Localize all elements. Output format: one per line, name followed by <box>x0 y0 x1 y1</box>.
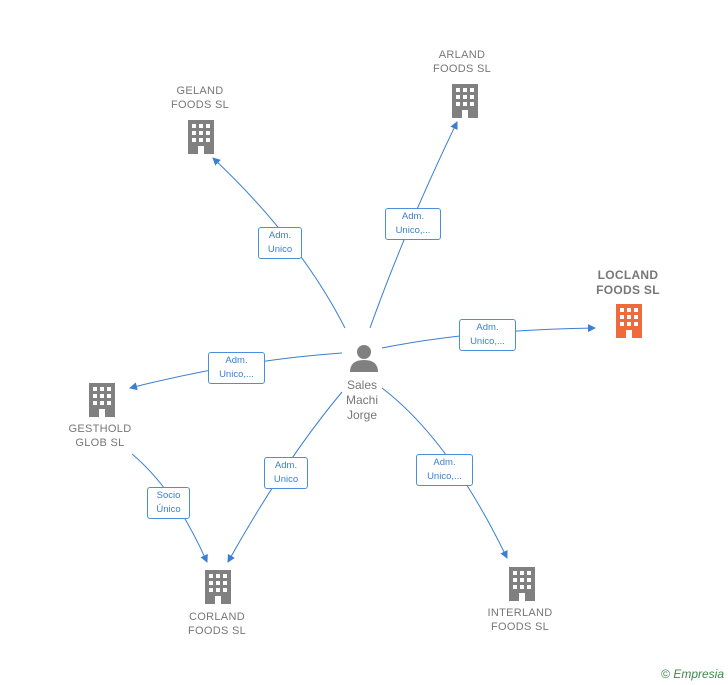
company-label-corland[interactable]: CORLAND FOODS SL <box>187 611 247 637</box>
relation-label-locland[interactable]: Adm. Unico,... <box>459 319 516 351</box>
company-label-gesthold[interactable]: GESTHOLD GLOB SL <box>68 423 132 449</box>
person-name-label[interactable]: Sales Machi Jorge <box>345 378 378 422</box>
building-icon-arland[interactable] <box>452 84 478 118</box>
company-label-geland[interactable]: GELAND FOODS SL <box>170 85 230 111</box>
relation-label-gesthold[interactable]: Adm. Unico,... <box>208 352 265 384</box>
relation-label-arland[interactable]: Adm. Unico,... <box>385 208 441 240</box>
relation-label-interland[interactable]: Adm. Unico,... <box>416 454 473 486</box>
company-label-interland[interactable]: INTERLAND FOODS SL <box>487 607 553 633</box>
building-icon-locland[interactable] <box>616 304 642 338</box>
relation-label-geland[interactable]: Adm. Unico <box>258 227 302 259</box>
company-label-arland[interactable]: ARLAND FOODS SL <box>432 49 492 75</box>
footer-brand: © Empresia <box>661 667 724 681</box>
relation-label-corland[interactable]: Adm. Unico <box>264 457 308 489</box>
building-icon-corland[interactable] <box>205 570 231 604</box>
building-icon-interland[interactable] <box>509 567 535 601</box>
brand-name: Empresia <box>673 667 724 681</box>
company-label-locland[interactable]: LOCLAND FOODS SL <box>596 268 660 297</box>
relation-label-gesthold-corland[interactable]: Socio Único <box>147 487 190 519</box>
copyright-symbol: © <box>661 667 670 681</box>
building-icon-geland[interactable] <box>188 120 214 154</box>
building-icon-gesthold[interactable] <box>89 383 115 417</box>
person-icon[interactable] <box>350 345 378 372</box>
